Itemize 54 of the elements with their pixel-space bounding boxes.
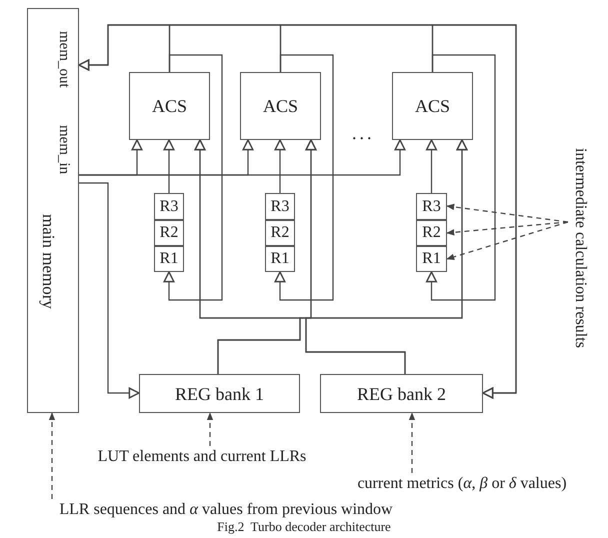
bus-arrow [163,54,223,301]
block-label: main memory [40,214,57,309]
annotation-text: current metrics (α, β or δ values) [316,473,608,494]
dashed-arrow [446,204,568,223]
block-label: R2 [160,225,178,241]
port-label: mem_out [56,31,71,88]
block-label: R1 [270,251,290,267]
block-label: ACS [152,97,187,115]
block-label: R1 [160,251,178,267]
block-label: R2 [422,225,441,241]
register-box [416,193,447,220]
bus-arrow [79,182,140,399]
register-box [416,220,447,246]
register-box [154,246,184,272]
memory-block [27,8,79,413]
register-box [154,193,184,220]
process-box [240,72,321,140]
register-box [265,220,295,246]
block-label: R3 [422,198,441,214]
bus-arrow [426,139,438,193]
block-label: REG bank 2 [357,384,446,402]
register-box [416,246,447,272]
dashed-arrow [206,412,214,446]
annotation-text: LLR sequences and α values from previous window [6,499,446,520]
dashed-arrow [446,221,568,236]
bus-arrow [163,139,175,193]
process-box [392,72,473,140]
ellipsis-label: ... [352,124,374,142]
port-label: mem_in [56,125,71,174]
block-label: REG bank 1 [175,384,264,402]
register-box [154,220,184,246]
bus-arrow [274,139,286,193]
dashed-arrow [446,221,568,260]
register-box [265,193,295,220]
block-label: R2 [270,225,290,241]
process-box [129,72,210,140]
register-bank-box [320,374,483,413]
bus-arrow [79,139,406,176]
bus-arrow [426,54,496,301]
register-bank-box [139,374,300,413]
block-label: R1 [422,251,441,267]
bus-arrow [432,24,517,399]
block-label: ACS [262,97,298,115]
annotation-text: LUT elements and current LLRs [84,446,320,467]
block-label: R3 [270,198,290,214]
bus-arrow [305,139,468,374]
bus-arrow [274,54,334,301]
dashed-arrow [48,412,56,499]
block-label: R3 [160,198,178,214]
register-box [265,246,295,272]
annotation-text: intermediate calculation results [568,120,592,375]
dashed-arrow [408,412,416,473]
figure-caption: Fig.2 Turbo decoder architecture [216,519,392,535]
block-label: ACS [414,97,450,115]
